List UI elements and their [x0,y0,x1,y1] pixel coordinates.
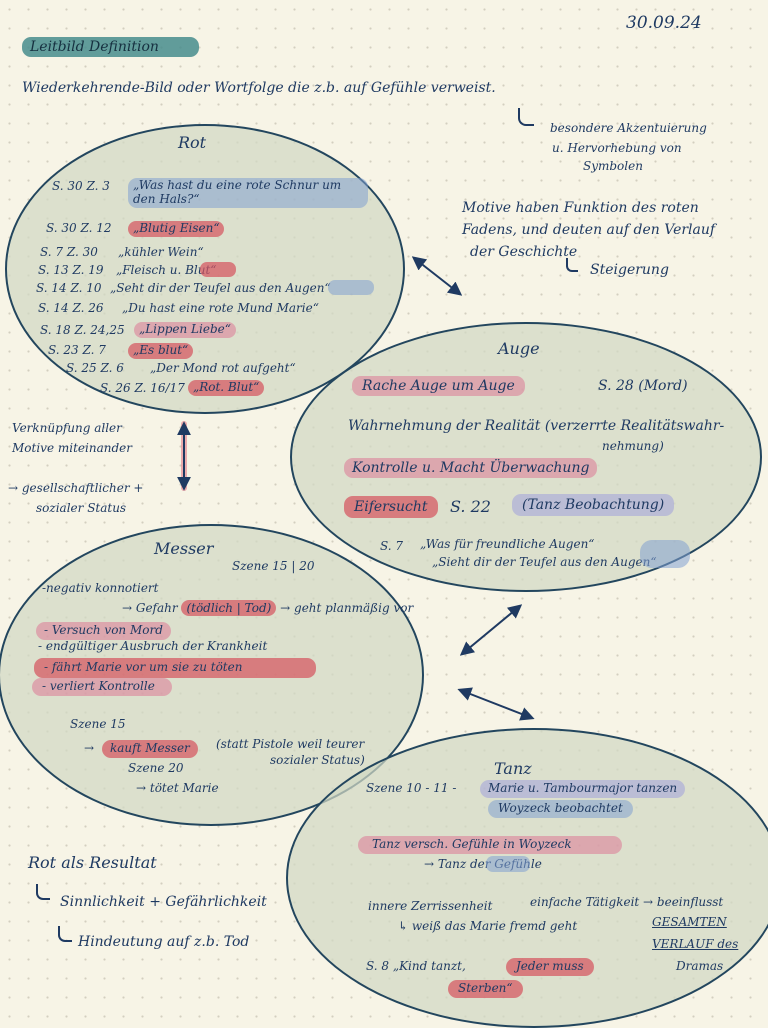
messer-gefahr: → Gefahr (tödlich | Tod) → geht planmäßi… [122,600,414,616]
messer-szene15: Szene 15 [70,717,126,731]
auge-eifersucht-ref: S. 22 [450,497,491,516]
tanz-sterben: Sterben“ [448,980,523,998]
tanz-szene: Szene 10 - 11 - [366,781,457,795]
tanz-s8: S. 8 „Kind tanzt, [366,959,466,973]
messer-endgueltig: - endgültiger Ausbruch der Krankheit [38,639,268,653]
rot-title: Rot [178,133,207,152]
arrow-rot-auge [411,256,463,296]
tanz-einfache: einfache Tätigkeit → beeinflusst [530,895,724,909]
tanz-title: Tanz [494,759,532,778]
messer-statt-2: sozialer Status) [270,753,365,767]
rot-ref-9: S. 25 Z. 6 [66,361,124,375]
messer-statt: (statt Pistole weil teurer [216,737,365,751]
messer-kauft-arrow: → [84,741,95,755]
auge-eifersucht: Eifersucht [344,496,438,519]
messer-kontrolle: - verliert Kontrolle [32,678,172,696]
verknuepfung-line-4: sozialer Status [36,501,127,515]
rot-quote-4: „Fleisch u. Blut“ [116,263,217,277]
rot-ref-10: S. 26 Z. 16/17 [100,381,185,395]
rot-ref-6: S. 14 Z. 26 [38,301,104,315]
rot-quote-10: „Rot. Blut“ [188,380,265,396]
verknuepfung-line-3: → gesellschaftlicher + [8,481,144,495]
bubble-tanz [286,728,768,1028]
verknuepfung-line-2: Motive miteinander [12,441,132,455]
resultat-line-2: Hindeutung auf z.b. Tod [78,934,250,950]
hook-arrow-icon [36,884,50,900]
tanz-marie: Marie u. Tambourmajor tanzen [480,780,686,798]
arrow-messer-auge [459,604,523,656]
definition-text: Wiederkehrende-Bild oder Wortfolge die z… [22,80,496,96]
note-line-1: besondere Akzentuierung [550,121,707,135]
messer-kauft: kauft Messer [102,740,198,758]
page-title: Leitbild Definition [22,37,199,58]
date: 30.09.24 [626,13,702,33]
verknuepfung-line-1: Verknüpfung aller [12,421,122,435]
tanz-innere: innere Zerrissenheit [368,899,493,913]
tanz-versuch: Tanz versch. Gefühle in Woyzeck [358,836,622,854]
hook-arrow-icon [58,926,72,942]
messer-szene20: Szene 20 [128,761,184,775]
auge-s7-ref: S. 7 [380,539,404,553]
messer-gefahr-post: → geht planmäßig vor [280,601,414,615]
motive-line-3: der Geschichte [470,244,578,260]
messer-toetet: → tötet Marie [136,781,219,795]
auge-s7-quote-2: „Sieht dir der Teufel aus den Augen“ [432,555,657,569]
rot-ref-4: S. 13 Z. 19 [38,263,104,277]
highlight-augen [328,280,374,295]
auge-kontrolle: Kontrolle u. Macht Überwachung [344,458,598,479]
messer-szene: Szene 15 | 20 [232,559,315,573]
resultat-title: Rot als Resultat [28,853,157,872]
rot-ref-1: S. 30 Z. 3 [52,179,110,193]
rot-quote-8: „Es blut“ [128,343,194,359]
auge-title: Auge [498,339,540,358]
rot-quote-6: „Du hast eine rote Mund Marie“ [122,301,319,315]
tanz-weiss: ↳ weiß das Marie fremd geht [398,919,578,933]
note-line-3: Symbolen [583,159,643,173]
rot-quote-7: „Lippen Liebe“ [134,322,236,338]
messer-versuch: - Versuch von Mord [36,622,171,640]
rot-quote-5: „Seht dir der Teufel aus den Augen“ [110,281,331,295]
messer-negativ: -negativ konnotiert [42,581,159,595]
messer-gefahr-highlight: (tödlich | Tod) [181,600,277,616]
hook-arrow-icon [518,108,534,126]
auge-s7-quote: „Was für freundliche Augen“ [420,537,595,551]
messer-faehrt: - fährt Marie vor um sie zu töten [34,658,316,678]
messer-title: Messer [154,539,214,558]
auge-wahrnehmung-2: nehmung) [602,439,664,453]
tanz-jeder: Jeder muss [506,958,594,976]
rot-ref-7: S. 18 Z. 24,25 [40,323,125,337]
highlight-gefuehle [486,856,530,872]
rot-ref-3: S. 7 Z. 30 [40,245,98,259]
auge-wahrnehmung: Wahrnehmung der Realität (verzerrte Real… [348,418,725,434]
rot-quote-1: „Was hast du eine rote Schnur um den Hal… [128,178,368,208]
tanz-dramas: Dramas [676,959,724,973]
rot-quote-9: „Der Mond rot aufgeht“ [150,361,296,375]
highlight-blut [200,262,236,277]
motive-line-1: Motive haben Funktion des roten [462,200,699,216]
rot-quote-2: „Blutig Eisen“ [128,221,225,237]
motive-line-2: Fadens, und deuten auf den Verlauf [462,222,716,238]
note-line-2: u. Hervorhebung von [552,141,682,155]
auge-rache: Rache Auge um Auge [352,376,525,397]
highlight-augen-2 [640,540,690,568]
auge-tanz-beobachtung: (Tanz Beobachtung) [512,494,675,517]
motive-line-4: Steigerung [590,262,669,278]
tanz-woyzeck: Woyzeck beobachtet [488,800,633,818]
rot-ref-8: S. 23 Z. 7 [48,343,106,357]
hook-arrow-icon [566,258,578,272]
tanz-gesamten: GESAMTEN [652,915,727,929]
arrow-messer-tanz [457,687,535,721]
resultat-line-1: Sinnlichkeit + Gefährlichkeit [60,894,267,910]
rot-ref-2: S. 30 Z. 12 [46,221,112,235]
rot-quote-3: „kühler Wein“ [118,245,204,259]
messer-gefahr-pre: → Gefahr [122,601,178,615]
rot-ref-5: S. 14 Z. 10 [36,281,102,295]
auge-rache-ref: S. 28 (Mord) [598,378,688,394]
tanz-verlauf: VERLAUF des [652,937,739,951]
